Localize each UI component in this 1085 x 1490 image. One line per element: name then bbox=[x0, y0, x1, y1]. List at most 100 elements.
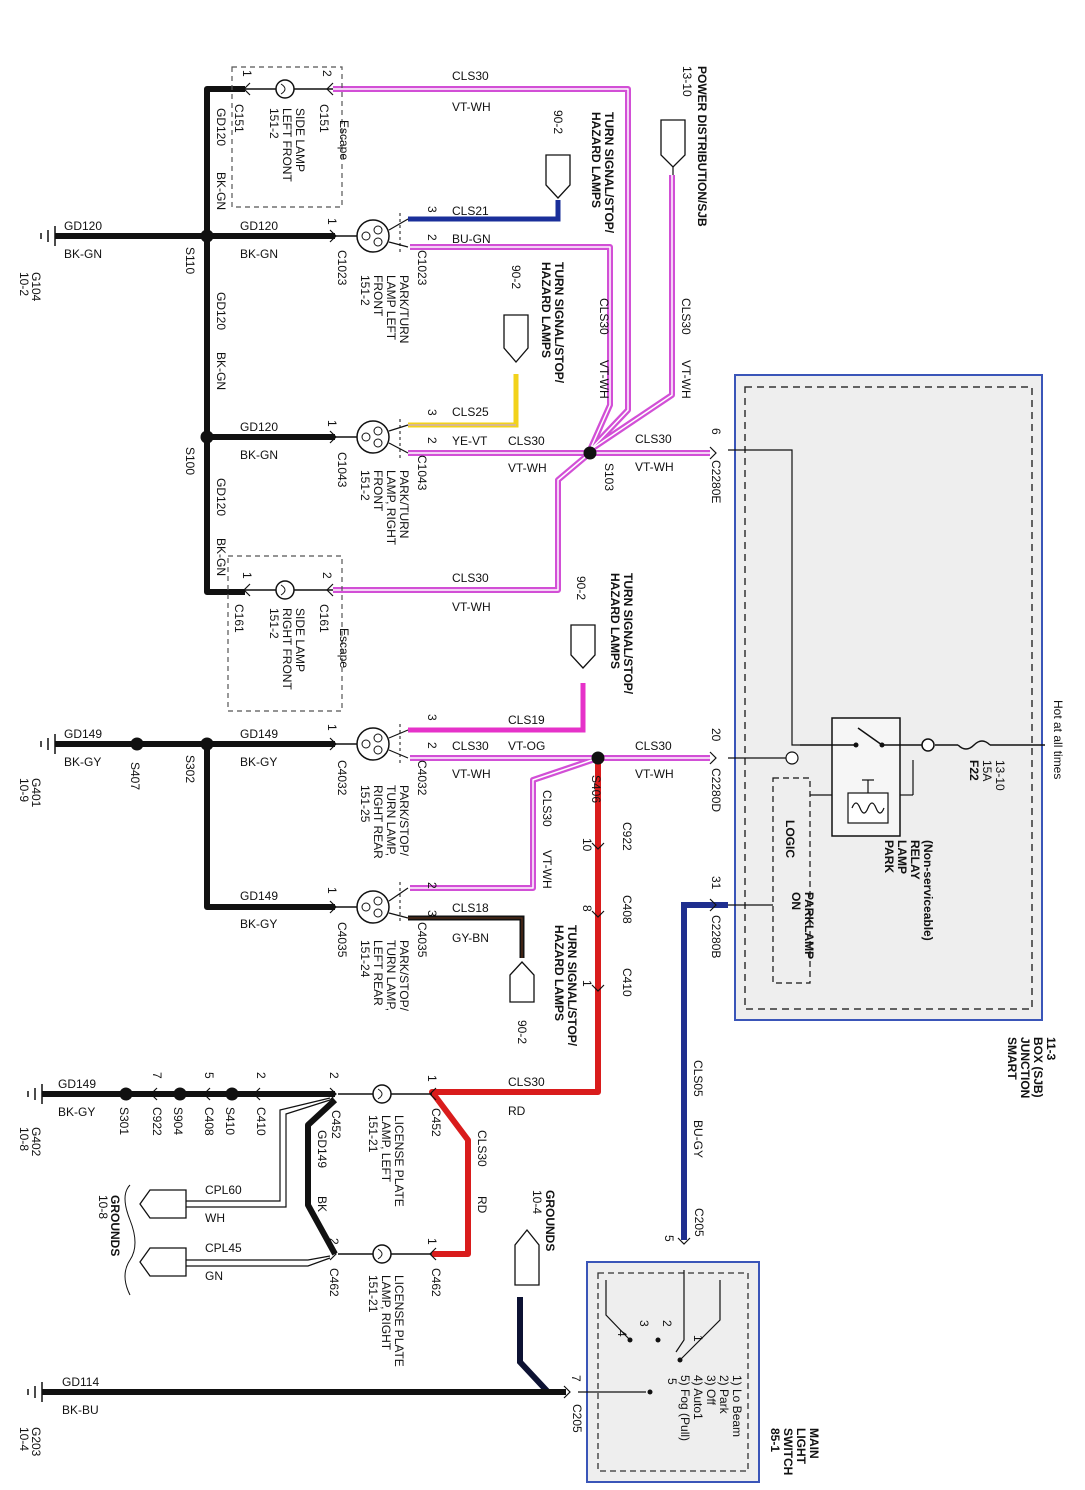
park-turn-lamp-right-front bbox=[335, 419, 409, 459]
switch-contact-5: 5 bbox=[665, 1378, 679, 1385]
vlabel-cls30-pd: CLS30 bbox=[679, 298, 693, 335]
sjb-title-line-4: 11-3 bbox=[1044, 1037, 1058, 1061]
vertical-wire-labels: GD120 BK-GN GD120 BK-GN GD120 BK-GN CLS3… bbox=[214, 108, 705, 1214]
lamp-7-pin-a: 1 bbox=[425, 1075, 439, 1082]
label-wh: WH bbox=[205, 1211, 225, 1225]
inline-conn-c410: C410 bbox=[620, 968, 634, 997]
wires-vt-wh bbox=[333, 86, 710, 891]
lamp-4-conn-a: C161 bbox=[232, 604, 246, 633]
ground-page-g402: 10-8 bbox=[17, 1127, 31, 1151]
sjb-internal-node bbox=[785, 751, 799, 765]
lamp-3-conn-a: C1043 bbox=[335, 452, 349, 488]
inline-pin-1: 1 bbox=[580, 980, 594, 987]
label-cls30-f: CLS30 bbox=[635, 739, 672, 753]
splice-s410 bbox=[225, 1087, 239, 1101]
lamp-6-line-3: LEFT REAR bbox=[371, 940, 385, 1006]
ground-page-g104: 10-2 bbox=[17, 272, 31, 296]
turn-signal-ref-1-line-1: TURN SIGNAL/STOP/ bbox=[602, 112, 616, 234]
switch-contact-3: 3 bbox=[637, 1320, 651, 1327]
ground-id-g401: G401 bbox=[29, 778, 43, 808]
lamp-8-line-1: LICENSE PLATE bbox=[392, 1275, 406, 1367]
label-bk-gn-a: BK-GN bbox=[240, 247, 278, 261]
splice-s100 bbox=[200, 430, 214, 444]
wire-switch-ground bbox=[517, 1297, 551, 1395]
ground-id-g203: G203 bbox=[29, 1427, 43, 1457]
label-bk-gy-d: BK-GY bbox=[58, 1105, 95, 1119]
splice-labels: S110 S100 S302 S407 S406 S103 S301 S904 … bbox=[117, 247, 616, 1135]
label-vt-wh-e: VT-WH bbox=[452, 767, 491, 781]
ground-id-g402: G402 bbox=[29, 1127, 43, 1157]
sjb-title-line-3: BOX (SJB) bbox=[1031, 1037, 1045, 1098]
lamp-6-line-1: PARK/STOP/ bbox=[397, 940, 411, 1012]
relay-label-line-1: PARK bbox=[882, 840, 896, 873]
lamp-4-pin-b: 2 bbox=[320, 572, 334, 579]
grounds-label-right-page: 10-4 bbox=[530, 1190, 544, 1214]
label-cpl45: CPL45 bbox=[205, 1241, 242, 1255]
lamp-8-pin-a: 1 bbox=[425, 1238, 439, 1245]
grounds-label-left-title: GROUNDS bbox=[108, 1195, 122, 1256]
lamp-label-license-plate-left: LICENSE PLATE LAMP, LEFT 151-21 bbox=[366, 1115, 406, 1207]
vlabel-vt-wh-lf: VT-WH bbox=[597, 360, 611, 399]
label-vt-wh-a: VT-WH bbox=[452, 100, 491, 114]
turn-signal-ref-3-line-2: HAZARD LAMPS bbox=[608, 573, 622, 669]
lamp-1-line-3: 151-2 bbox=[267, 108, 281, 139]
park-turn-lamp-left-front bbox=[335, 213, 409, 253]
lamp-6-conn-a: C4035 bbox=[335, 922, 349, 958]
lamp-2-pin-3: 3 bbox=[425, 206, 439, 213]
label-vt-wh-c: VT-WH bbox=[635, 460, 674, 474]
turn-signal-ref-2-line-1: TURN SIGNAL/STOP/ bbox=[552, 262, 566, 384]
splice-label-s100: S100 bbox=[183, 447, 197, 475]
sjb-pin-20: 20 bbox=[709, 728, 723, 742]
lamp-1-conn-a: C151 bbox=[232, 104, 246, 133]
ground-page-g203: 10-4 bbox=[17, 1427, 31, 1451]
turn-signal-ref-4-label: TURN SIGNAL/STOP/ HAZARD LAMPS bbox=[552, 925, 579, 1047]
sjb-internal-e bbox=[728, 449, 800, 746]
chain-pin-2: 2 bbox=[254, 1072, 268, 1079]
label-cls30-c: CLS30 bbox=[635, 432, 672, 446]
label-vt-wh-d: VT-WH bbox=[452, 600, 491, 614]
lamp-1-escape: Escape bbox=[337, 120, 351, 160]
vlabel-cls30-lr: CLS30 bbox=[540, 790, 554, 827]
fuse-id: F22 bbox=[967, 760, 981, 781]
hot-at-all-times-label: Hot at all times bbox=[1051, 700, 1065, 779]
lamp-4-escape: Escape bbox=[337, 628, 351, 668]
label-bk-gn-c: BK-GN bbox=[240, 448, 278, 462]
splice-s407 bbox=[130, 737, 144, 751]
label-cls25: CLS25 bbox=[452, 405, 489, 419]
lamp-3-pin-2: 2 bbox=[425, 437, 439, 444]
vlabel-cls05: CLS05 bbox=[691, 1060, 705, 1097]
parklamp-label-line-1: PARKLAMP bbox=[802, 892, 816, 959]
sjb-title-line-2: JUNCTION bbox=[1018, 1037, 1032, 1098]
lamp-8-pin-b: 2 bbox=[327, 1238, 341, 1245]
switch-title-line-4: 85-1 bbox=[768, 1428, 782, 1452]
switch-title-line-1: MAIN bbox=[807, 1428, 821, 1459]
turn-signal-ref-3-label: TURN SIGNAL/STOP/ HAZARD LAMPS bbox=[608, 573, 635, 695]
lamp-8-conn-b: C462 bbox=[327, 1268, 341, 1297]
power-distribution-reference bbox=[660, 119, 686, 178]
label-bk-gy-b: BK-GY bbox=[64, 755, 101, 769]
chain-pin-5: 5 bbox=[202, 1072, 216, 1079]
splice-s103 bbox=[583, 446, 597, 460]
switch-position-4: 4) Auto1 bbox=[691, 1375, 705, 1420]
vlabel-vt-wh-pd: VT-WH bbox=[679, 360, 693, 399]
grounds-label-left-page: 10-8 bbox=[96, 1195, 110, 1219]
lamp-2-pin-2: 2 bbox=[425, 234, 439, 241]
lamp-6-pin-1: 1 bbox=[325, 887, 339, 894]
splice-label-s103: S103 bbox=[602, 463, 616, 491]
lamp-4-conn-b: C161 bbox=[317, 604, 331, 633]
turn-signal-refs bbox=[503, 154, 596, 1003]
lamp-label-license-plate-right: LICENSE PLATE LAMP, RIGHT 151-21 bbox=[366, 1275, 406, 1367]
lamp-6-line-2: TURN LAMP, bbox=[384, 940, 398, 1011]
lamp-label-side-right-front: SIDE LAMP RIGHT FRONT 151-2 bbox=[267, 608, 307, 690]
lamp-5-conn-b: C4032 bbox=[415, 760, 429, 796]
ground-ids: G104 10-2 G401 10-9 G402 10-8 G203 10-4 bbox=[17, 272, 43, 1457]
turn-signal-ref-4-line-2: HAZARD LAMPS bbox=[552, 925, 566, 1021]
label-ye-vt: YE-VT bbox=[452, 434, 488, 448]
chain-pin-7: 7 bbox=[150, 1072, 164, 1079]
smart-junction-box bbox=[734, 374, 1043, 1021]
side-lamp-right-front bbox=[227, 555, 343, 712]
chain-pin-c452: 2 bbox=[327, 1072, 341, 1079]
lamp-2-line-2: LAMP LEFT bbox=[384, 275, 398, 341]
splice-label-s301: S301 bbox=[117, 1107, 131, 1135]
